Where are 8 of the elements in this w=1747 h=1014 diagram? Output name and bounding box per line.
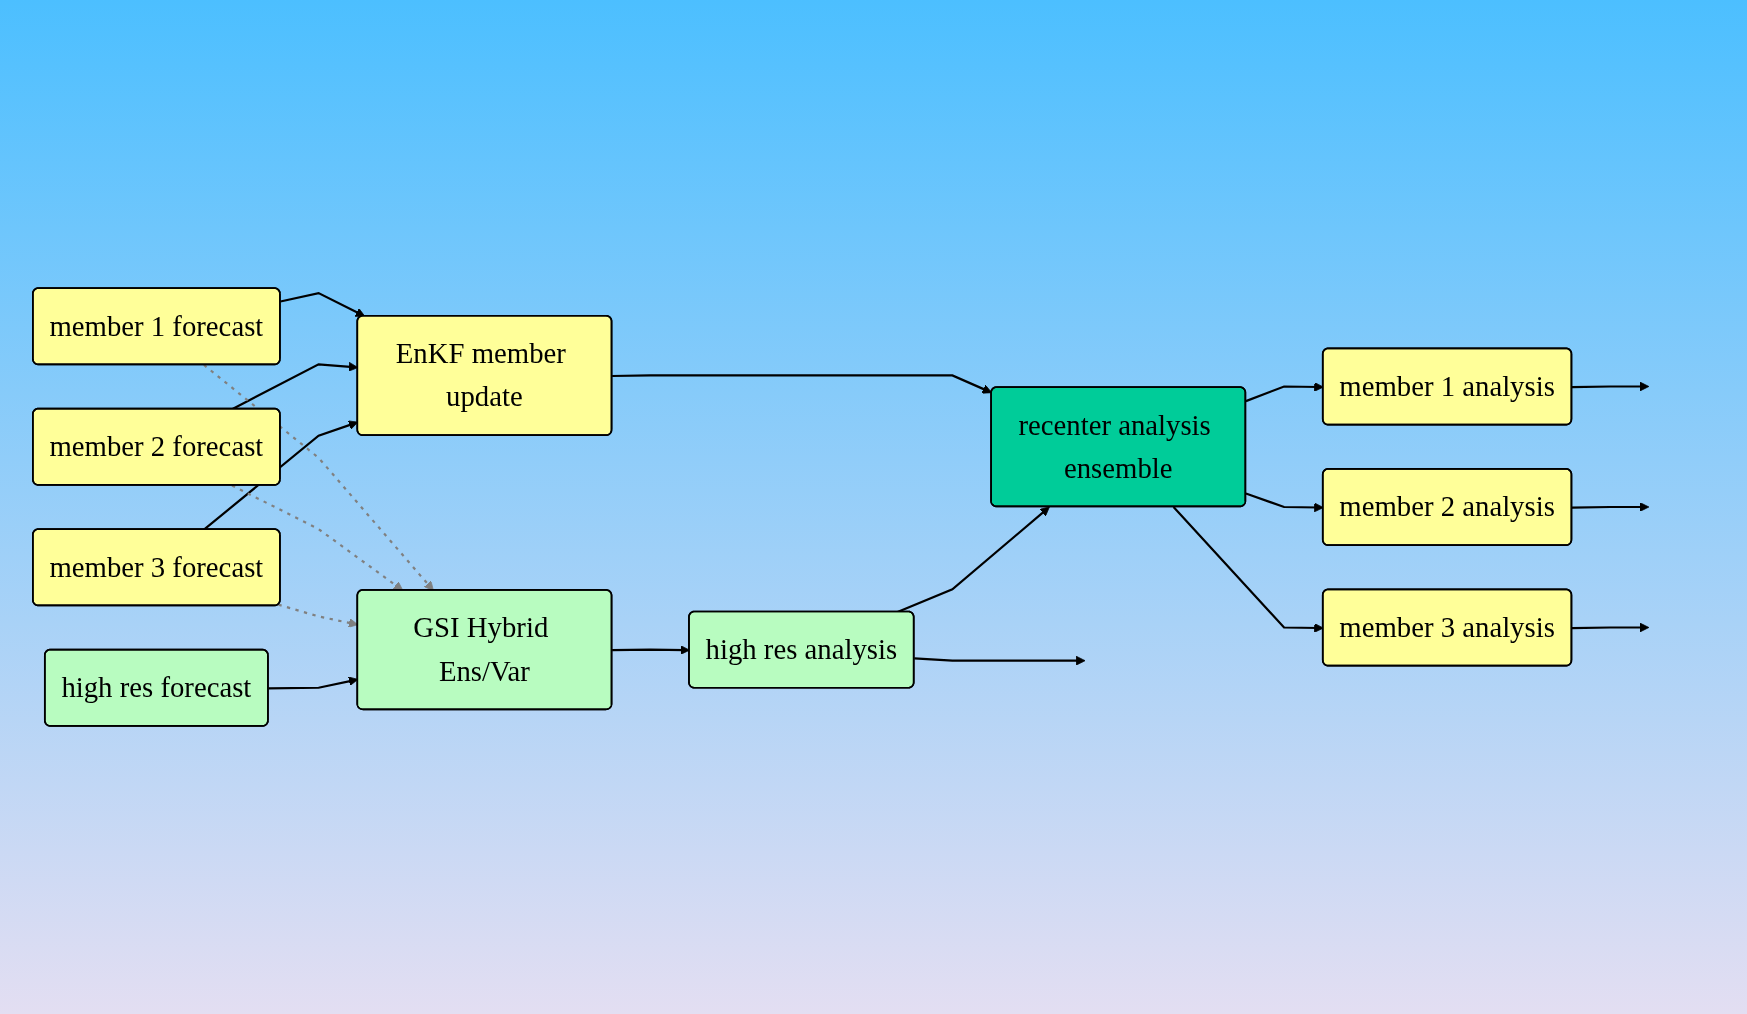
- arrow: [231, 484, 403, 591]
- arrow: [1571, 502, 1649, 512]
- arrow: [202, 364, 434, 591]
- arrow: [279, 291, 365, 317]
- arrow: [611, 374, 992, 394]
- arrow: [1571, 622, 1649, 633]
- arrow: [1571, 381, 1649, 392]
- arrow: [913, 655, 1085, 666]
